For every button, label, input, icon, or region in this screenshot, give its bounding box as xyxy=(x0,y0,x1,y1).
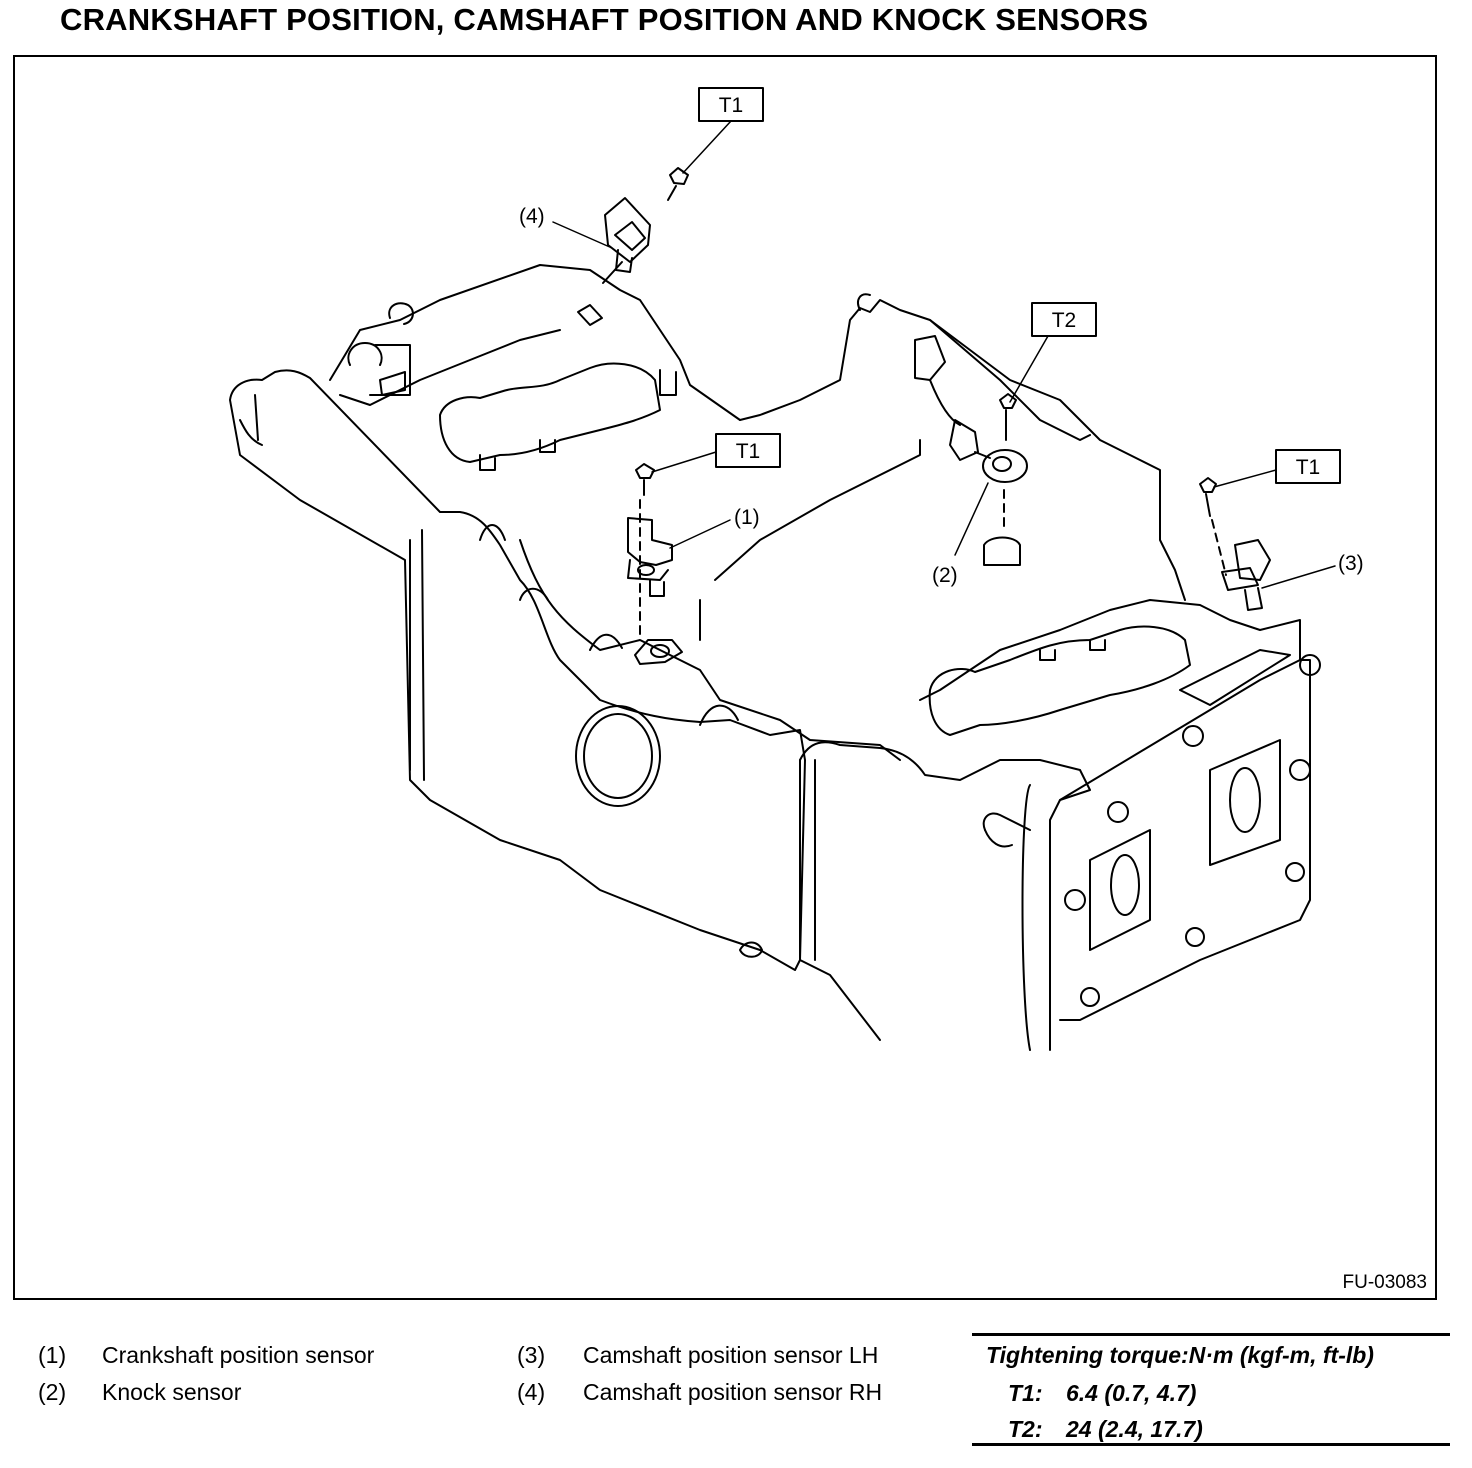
page-title: CRANKSHAFT POSITION, CAMSHAFT POSITION A… xyxy=(60,2,1149,37)
legend-num-3: (3) xyxy=(517,1342,546,1368)
torque-row-t2: T2: 24 (2.4, 17.7) xyxy=(1008,1416,1203,1443)
torque-value-t1: 6.4 (0.7, 4.7) xyxy=(1066,1380,1197,1406)
callout-1: (1) xyxy=(734,506,760,529)
legend-num-1: (1) xyxy=(38,1342,67,1368)
camshaft-sensor-lh-drawing xyxy=(1199,477,1271,611)
torque-callouts xyxy=(698,87,1341,484)
legend-label-2: Knock sensor xyxy=(102,1379,242,1405)
callout-3: (3) xyxy=(1338,552,1364,575)
leader-lines xyxy=(552,120,1336,589)
callout-t1-top: T1 xyxy=(719,94,744,117)
torque-heading: Tightening torque:N·m (kgf-m, ft-lb) xyxy=(986,1342,1374,1368)
torque-table: Tightening torque:N·m (kgf-m, ft-lb) T1:… xyxy=(972,1333,1450,1446)
callout-t2: T2 xyxy=(1052,309,1077,332)
engine-outline xyxy=(229,264,1321,1051)
torque-key-t2: T2: xyxy=(1008,1416,1043,1442)
callout-labels: T1 T1 T2 T1 (4) (1) (2) (3) xyxy=(519,94,1364,587)
camshaft-sensor-rh-drawing xyxy=(577,167,689,326)
torque-row-t1: T1: 6.4 (0.7, 4.7) xyxy=(1008,1380,1196,1407)
legend-label-1: Crankshaft position sensor xyxy=(102,1342,375,1368)
figure-id: FU-03083 xyxy=(1342,1272,1428,1293)
legend-num-4: (4) xyxy=(517,1379,546,1405)
legend-label-4: Camshaft position sensor RH xyxy=(583,1379,883,1405)
callout-t1-mid: T1 xyxy=(736,440,761,463)
torque-value-t2: 24 (2.4, 17.7) xyxy=(1066,1416,1203,1442)
legend-num-2: (2) xyxy=(38,1379,67,1405)
callout-4: (4) xyxy=(519,205,545,228)
callout-t1-right: T1 xyxy=(1296,456,1321,479)
torque-key-t1: T1: xyxy=(1008,1380,1043,1406)
legend-label-3: Camshaft position sensor LH xyxy=(583,1342,879,1368)
knock-sensor-drawing xyxy=(914,335,1028,566)
callout-2: (2) xyxy=(932,564,958,587)
diagram-frame: FU-03083 xyxy=(13,55,1437,1300)
crankshaft-sensor-drawing xyxy=(627,463,683,665)
